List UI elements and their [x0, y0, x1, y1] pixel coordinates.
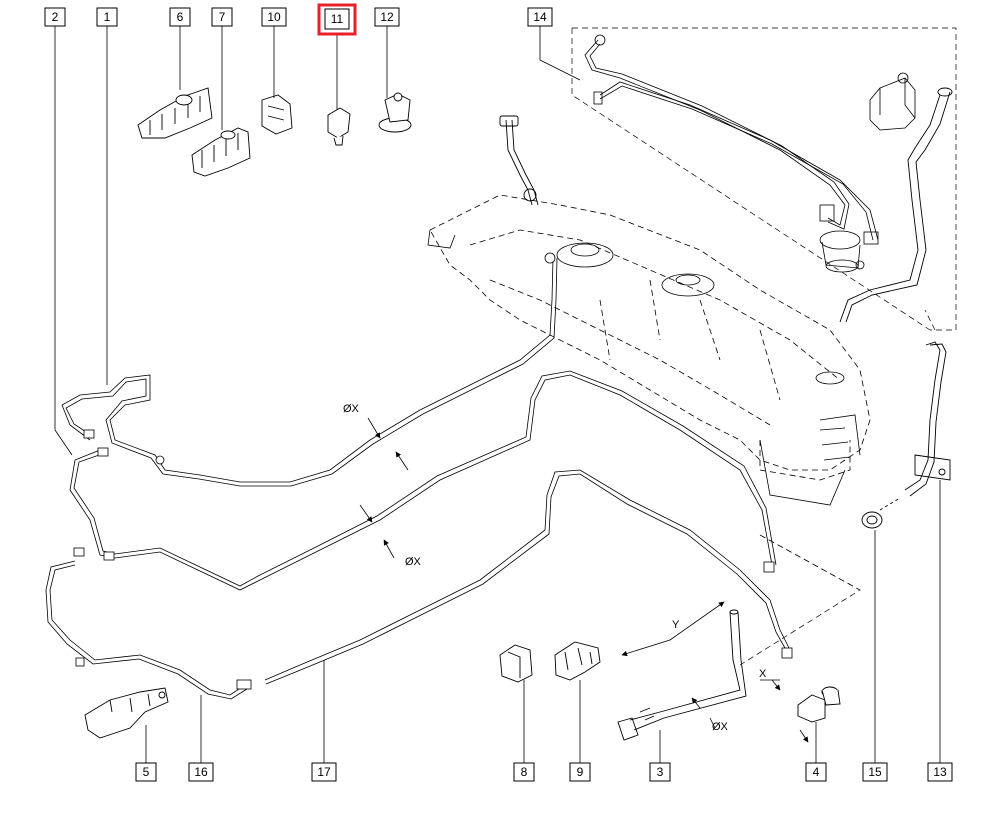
diameter-label-c: ØX: [712, 721, 729, 733]
grommet: [861, 497, 901, 529]
callout-15: 15: [862, 762, 888, 782]
hose-3: [617, 609, 747, 741]
dimension-arrows: [359, 417, 809, 743]
svg-text:1: 1: [104, 10, 111, 24]
callout-3: 3: [649, 762, 671, 782]
dimension-texts: ØX ØX ØX Y X: [343, 403, 767, 733]
filler-neck-pipe: [499, 115, 539, 206]
line-connectors: [73, 252, 793, 690]
diameter-label-b: ØX: [405, 556, 422, 568]
svg-text:16: 16: [194, 765, 208, 779]
callout-14: 14: [527, 7, 553, 27]
svg-text:3: 3: [657, 765, 664, 779]
svg-text:2: 2: [52, 10, 59, 24]
tank-bracket: [427, 229, 861, 506]
bracket-5: [84, 687, 169, 739]
callout-4: 4: [805, 762, 827, 782]
clip-11: [327, 107, 351, 146]
svg-text:13: 13: [933, 765, 947, 779]
clip-6: [137, 87, 213, 139]
svg-text:7: 7: [219, 10, 226, 24]
svg-text:8: 8: [521, 765, 528, 779]
callout-1: 1: [96, 7, 118, 27]
callout-leaders: [54, 26, 941, 763]
callout-5: 5: [135, 762, 157, 782]
svg-text:10: 10: [267, 10, 281, 24]
svg-text:11: 11: [331, 12, 344, 26]
dashed-leaders: [571, 27, 957, 666]
fuel-line-4: [45, 560, 248, 700]
evap-valve: [819, 230, 865, 273]
callout-13: 13: [927, 762, 953, 782]
svg-text:17: 17: [317, 765, 331, 779]
clip-9: [554, 641, 601, 681]
fuel-line-3: [264, 469, 791, 685]
width-label-x: X: [759, 668, 767, 680]
connector-4: [797, 686, 841, 723]
svg-text:15: 15: [868, 765, 882, 779]
fuel-tank: [429, 194, 871, 481]
svg-text:4: 4: [813, 765, 820, 779]
clip-7: [191, 127, 251, 177]
callout-10: 10: [261, 7, 287, 27]
callout-12: 12: [374, 7, 400, 27]
svg-text:14: 14: [533, 10, 547, 24]
clip-8: [499, 644, 533, 683]
evap-line-assembly: [584, 34, 879, 245]
callout-2: 2: [44, 7, 66, 27]
callout-9: 9: [569, 762, 591, 782]
length-label-y: Y: [672, 619, 680, 631]
fuel-pump-module: [556, 242, 845, 385]
svg-text:6: 6: [177, 10, 184, 24]
callout-17: 17: [311, 762, 337, 782]
filler-hose: [839, 87, 953, 323]
clip-10: [261, 94, 293, 135]
callout-16: 16: [188, 762, 214, 782]
diameter-label-a: ØX: [343, 403, 360, 415]
callout-11-highlighted[interactable]: 11: [317, 3, 357, 36]
svg-text:12: 12: [380, 10, 394, 24]
filler-pipe: [904, 341, 951, 497]
svg-text:9: 9: [577, 765, 584, 779]
callout-6: 6: [169, 7, 191, 27]
clip-12: [378, 92, 412, 133]
svg-text:5: 5: [143, 765, 150, 779]
callout-8: 8: [513, 762, 535, 782]
callout-7: 7: [211, 7, 233, 27]
canister-filter: [869, 72, 916, 131]
fuel-line-2: [69, 370, 777, 591]
